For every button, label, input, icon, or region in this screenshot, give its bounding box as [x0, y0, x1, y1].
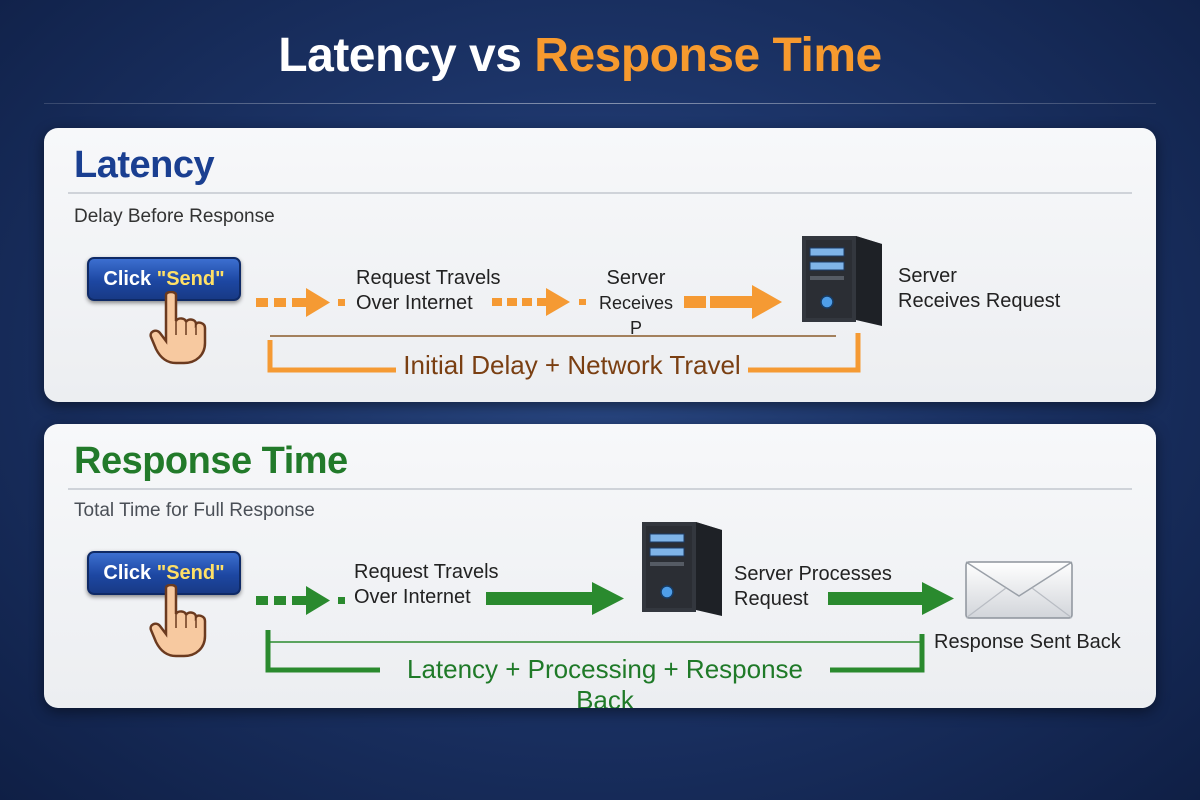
response-flow-graphics	[256, 582, 954, 673]
server-tower-icon	[802, 236, 882, 326]
latency-subtitle: Delay Before Response	[74, 206, 275, 227]
click-send-button[interactable]: Click "Send"	[87, 257, 241, 301]
dashed-arrow-icon	[492, 288, 586, 316]
dashed-arrow-icon	[684, 285, 782, 319]
response-time-panel: Response Time Total Time for Full Respon…	[44, 424, 1156, 708]
latency-flow-graphics	[256, 285, 861, 373]
envelope-icon	[965, 561, 1073, 619]
response-bracket	[265, 630, 925, 673]
response-bracket-label: Latency + Processing + Response Back	[406, 654, 804, 708]
response-step-request-travels: Request Travels Over Internet	[354, 561, 499, 608]
click-send-button[interactable]: Click "Send"	[87, 551, 241, 595]
response-time-subtitle: Total Time for Full Response	[74, 500, 315, 521]
response-time-heading: Response Time	[74, 440, 348, 482]
latency-step-server-receives-p: Server Receives P	[598, 267, 674, 338]
dashed-arrow-icon	[256, 586, 345, 615]
response-step-response-sent-back: Response Sent Back	[934, 631, 1121, 653]
title-part-response-time: Response Time	[534, 29, 882, 82]
solid-arrow-icon	[486, 582, 624, 615]
server-tower-icon	[642, 522, 722, 616]
response-step-server-processes: Server Processes Request	[734, 563, 892, 610]
latency-step-server-receives-request: Server Receives Request	[898, 265, 1061, 312]
latency-bracket-label: Initial Delay + Network Travel	[403, 350, 741, 380]
latency-bracket	[267, 333, 861, 373]
page-title: Latency vs Response Time	[0, 28, 1160, 83]
title-part-latency: Latency vs	[278, 29, 522, 82]
response-heading-rule	[68, 488, 1132, 490]
latency-heading: Latency	[74, 144, 215, 186]
dashed-arrow-icon	[256, 288, 345, 317]
latency-step-request-travels: Request Travels Over Internet	[356, 267, 501, 314]
pointer-hand-icon	[149, 584, 207, 658]
title-divider	[44, 103, 1156, 104]
solid-arrow-icon	[828, 582, 954, 615]
pointer-hand-icon	[149, 291, 207, 365]
latency-heading-rule	[68, 192, 1132, 194]
latency-panel: Latency Delay Before Response	[44, 128, 1156, 402]
